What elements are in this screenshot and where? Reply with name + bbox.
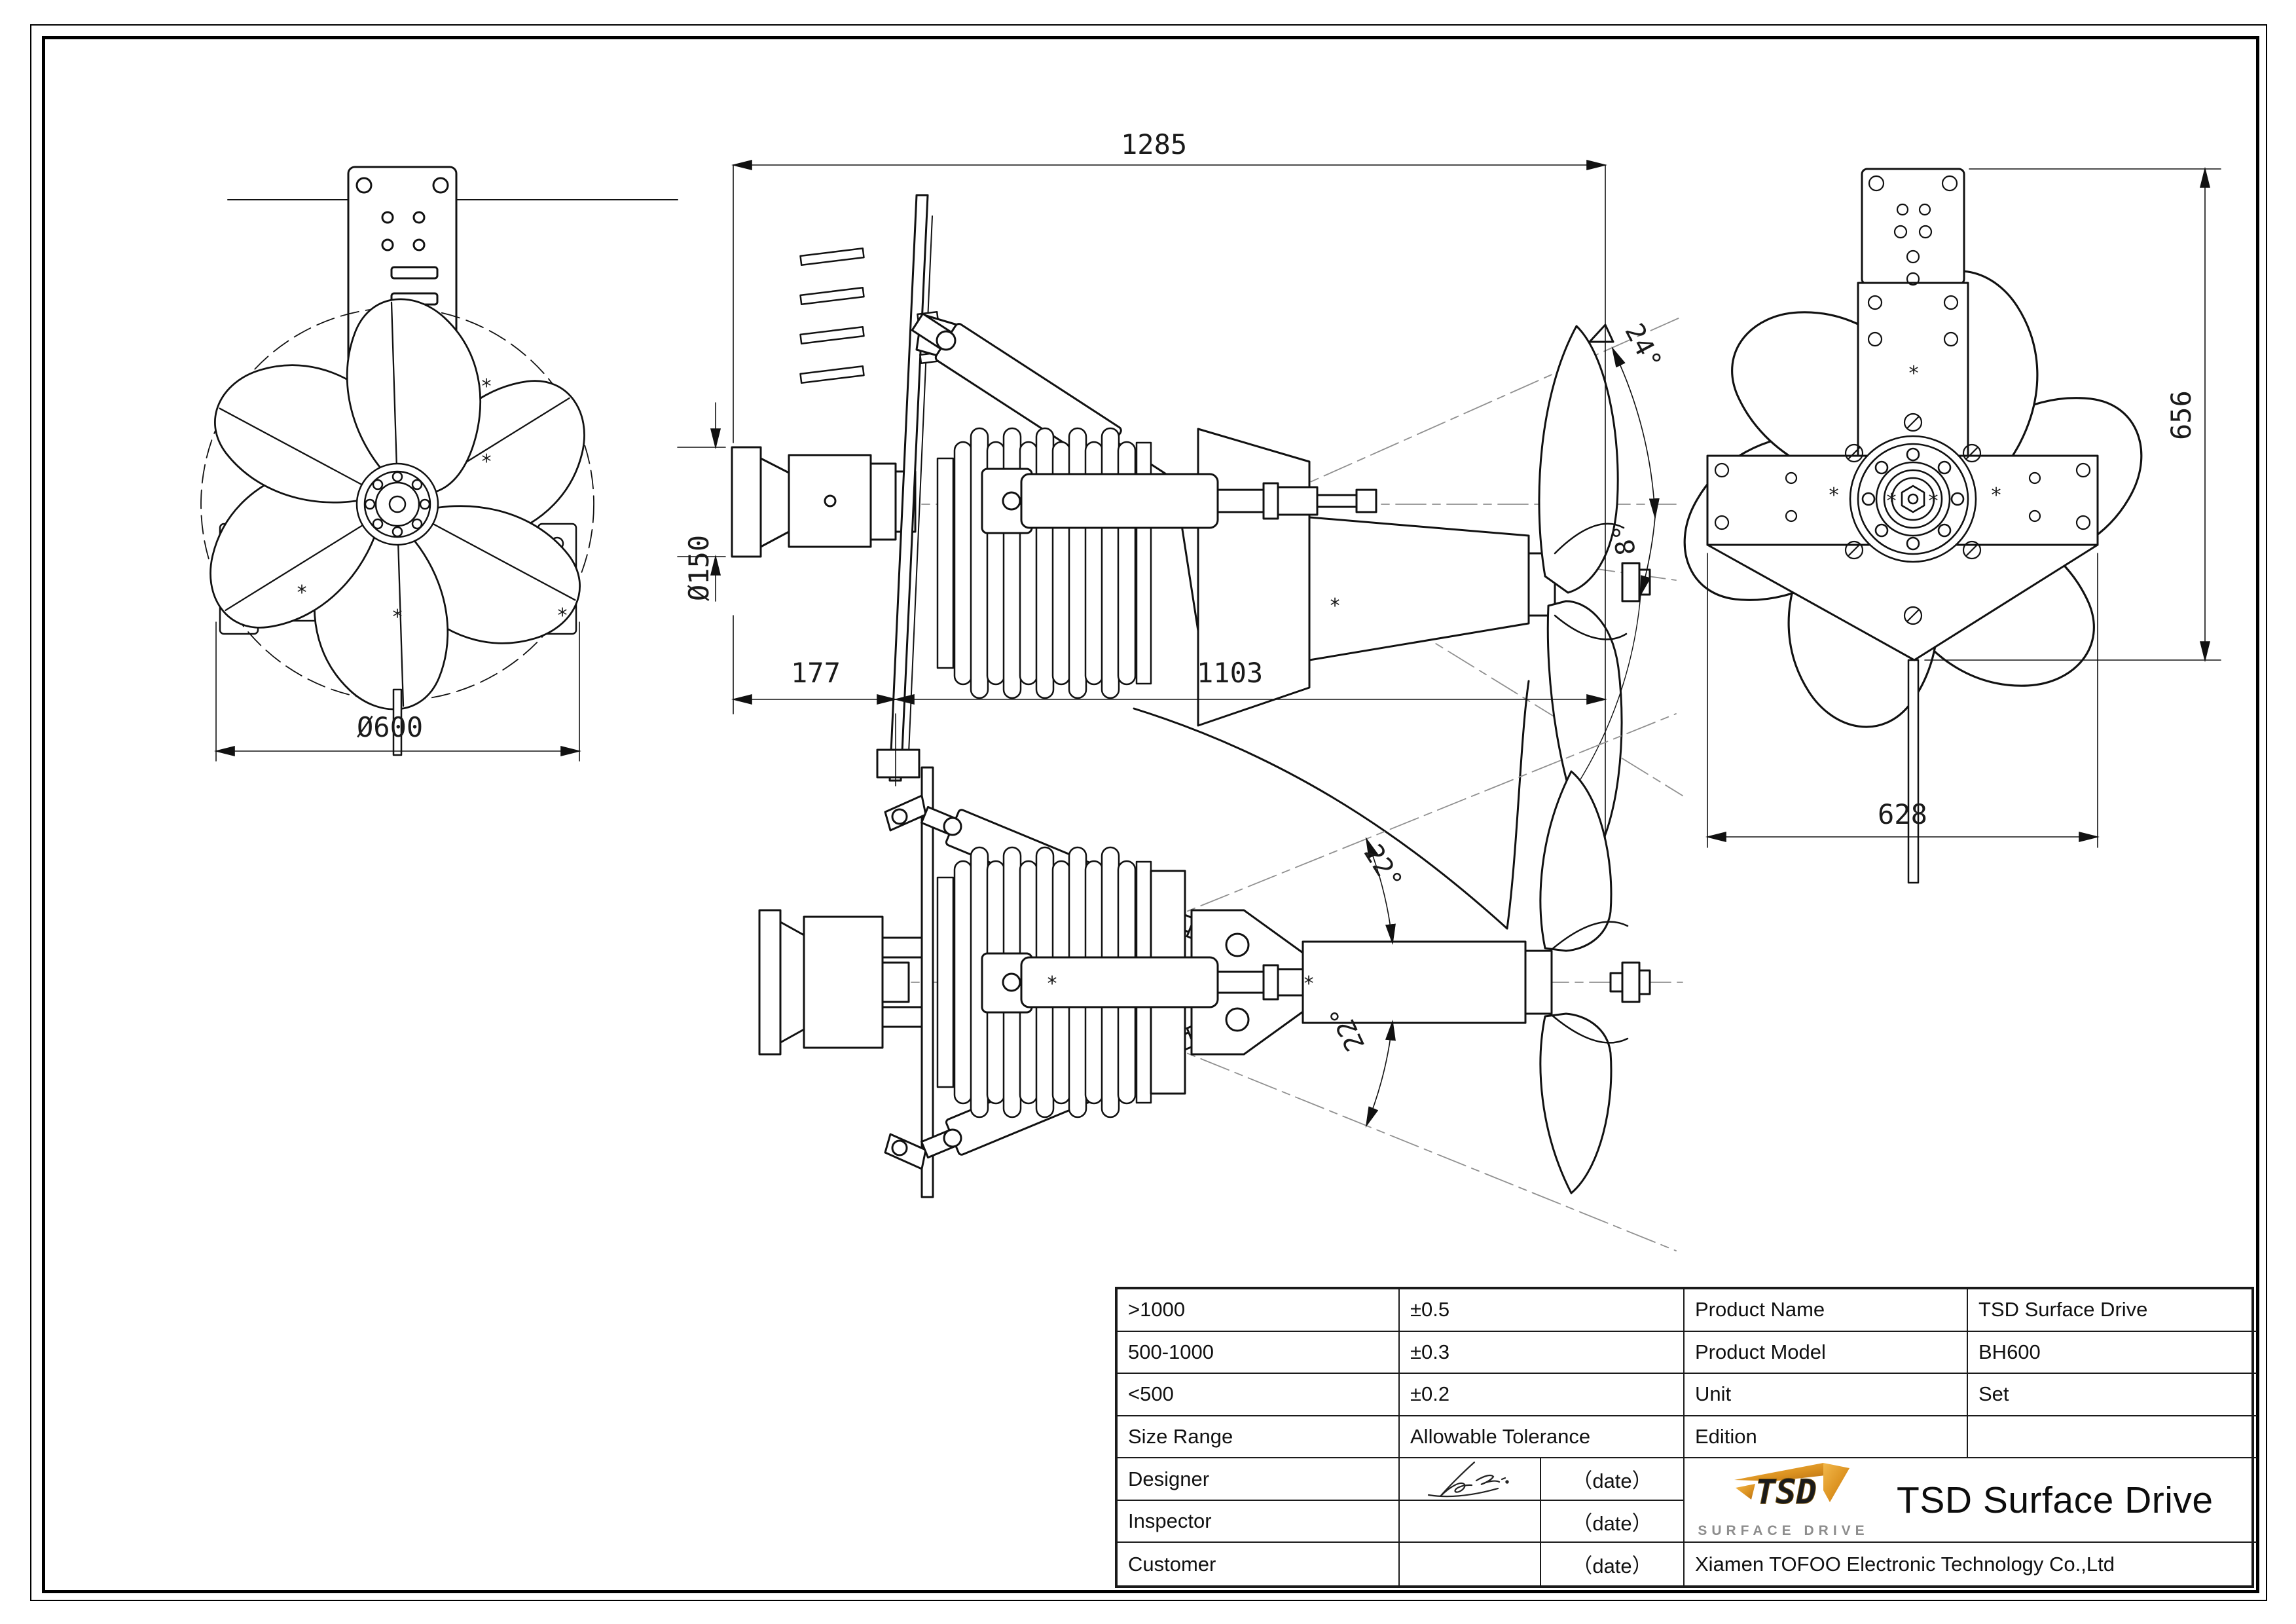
sheet-inner-border — [42, 36, 2259, 1593]
rear-bracket-holes — [1714, 175, 2091, 625]
tsd-logo: TSD SURFACE DRIVE — [1695, 1462, 1872, 1539]
inspector-signature — [1400, 1500, 1541, 1543]
title-block: >1000 ±0.5 Product Name TSD Surface Driv… — [1115, 1287, 2257, 1588]
signature-glyph — [1427, 1461, 1509, 1497]
front-diameter-label: Ø600 — [357, 711, 423, 743]
size-range-header: Size Range — [1118, 1416, 1400, 1459]
svg-text:*: * — [1886, 490, 1897, 513]
rear-skeg — [1907, 659, 1920, 884]
svg-text:*: * — [1303, 972, 1315, 995]
side-view: * 1285 Ø150 177 1103 24 — [677, 128, 1683, 930]
tolerance-value-3: ±0.2 — [1400, 1374, 1685, 1416]
edition-value — [1968, 1416, 2257, 1459]
product-model-value: BH600 — [1968, 1332, 2257, 1375]
side-skeg — [1133, 680, 1530, 930]
svg-text:*: * — [556, 604, 568, 627]
side-input-coupling — [731, 446, 917, 558]
rear-dims — [1705, 166, 2221, 848]
svg-text:*: * — [1329, 595, 1341, 618]
tolerance-range-3: <500 — [1118, 1374, 1400, 1416]
rear-hub-bolt-circle — [1861, 447, 1965, 551]
side-length-label: 1103 — [1197, 657, 1263, 689]
svg-text:TSD: TSD — [1755, 1473, 1817, 1512]
tsd-logo-subtext: SURFACE DRIVE — [1698, 1522, 1869, 1538]
side-overall-label: 1285 — [1121, 128, 1187, 160]
front-dim-600 — [213, 621, 582, 762]
front-propeller-blades — [210, 298, 585, 710]
svg-text:*: * — [1828, 484, 1840, 507]
customer-label: Customer — [1118, 1543, 1400, 1585]
side-flange-label: Ø150 — [683, 535, 715, 601]
side-gear-housing — [981, 428, 1377, 727]
designer-date: （date） — [1541, 1458, 1685, 1501]
designer-label: Designer — [1118, 1458, 1400, 1501]
customer-signature — [1400, 1543, 1541, 1585]
front-hub — [355, 462, 439, 546]
brand-title: TSD Surface Drive — [1897, 1479, 2214, 1521]
tolerance-value-1: ±0.5 — [1400, 1289, 1685, 1332]
sheet-outer-border — [30, 24, 2267, 1601]
plan-input-coupling — [758, 909, 924, 1056]
tsd-logo-graphic: TSD — [1700, 1462, 1850, 1512]
tolerance-range-1: >1000 — [1118, 1289, 1400, 1332]
plan-dims — [1365, 837, 1396, 1128]
unit-value: Set — [1968, 1374, 2257, 1416]
product-name-label: Product Name — [1685, 1289, 1968, 1332]
customer-date: （date） — [1541, 1543, 1685, 1585]
plan-shaft-propeller — [1302, 770, 1651, 1194]
svg-text:*: * — [481, 375, 492, 398]
front-point-markers: * * * * * — [296, 375, 568, 629]
tolerance-value-2: ±0.3 — [1400, 1331, 1685, 1375]
inspector-date: （date） — [1541, 1500, 1685, 1543]
plan-steering-bracket — [981, 870, 1345, 1095]
plan-point-markers: ** — [1046, 972, 1315, 995]
tolerance-range-2: 500-1000 — [1118, 1331, 1400, 1375]
designer-signature — [1400, 1458, 1541, 1501]
plan-steer-up-label: 22° — [1358, 840, 1408, 896]
tolerance-header: Allowable Tolerance — [1400, 1416, 1685, 1459]
plan-view: ** 22° 22° — [758, 713, 1683, 1251]
svg-text:*: * — [392, 606, 403, 629]
product-name-value: TSD Surface Drive — [1968, 1289, 2257, 1332]
unit-label: Unit — [1685, 1374, 1968, 1416]
svg-text:*: * — [1990, 484, 2002, 507]
plan-transom-plate — [884, 766, 934, 1198]
inspector-label: Inspector — [1118, 1500, 1400, 1543]
front-view: * * * * * Ø600 — [200, 166, 678, 762]
edition-label: Edition — [1685, 1416, 1968, 1459]
svg-text:*: * — [481, 451, 492, 473]
svg-text:*: * — [296, 581, 308, 604]
rear-hub — [1849, 435, 1977, 563]
svg-text:*: * — [1927, 490, 1939, 513]
rear-height-label: 656 — [2165, 390, 2197, 440]
svg-text:*: * — [1908, 362, 1920, 385]
side-bellows — [936, 427, 1152, 699]
rear-width-label: 628 — [1878, 798, 1927, 830]
rear-view: * * * * * 656 628 — [1683, 166, 2221, 884]
side-trim-up-label: 24° — [1618, 319, 1667, 375]
svg-text:*: * — [1046, 972, 1058, 995]
side-shaft-tube — [1308, 516, 1530, 661]
side-propeller — [1527, 323, 1651, 858]
rear-point-markers: * * * * * — [1828, 362, 2002, 513]
company-name: Xiamen TOFOO Electronic Technology Co.,L… — [1695, 1552, 2115, 1576]
product-model-label: Product Model — [1685, 1331, 1968, 1375]
side-setback-label: 177 — [791, 657, 841, 689]
side-trim-down-label: 8° — [1607, 521, 1642, 557]
brand-cell: TSD SURFACE DRIVE TSD Surface Drive — [1685, 1458, 2257, 1543]
